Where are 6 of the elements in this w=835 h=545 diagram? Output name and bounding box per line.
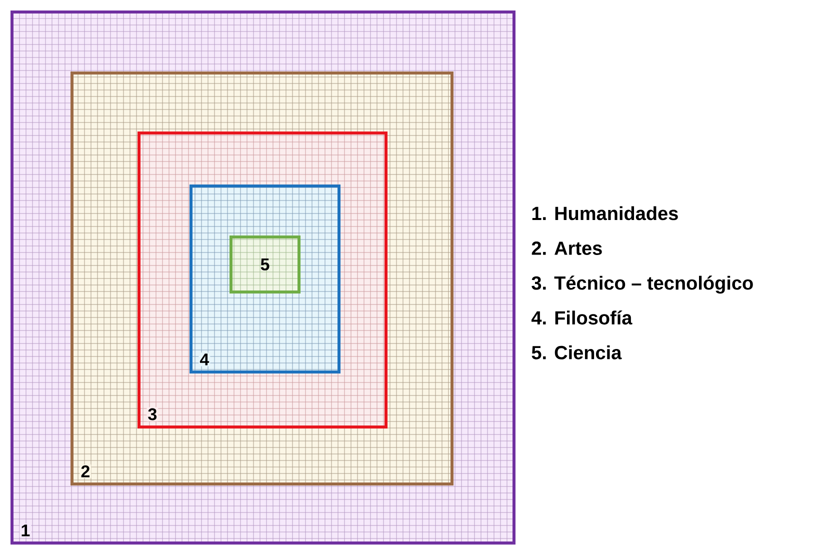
list-item: 3. Técnico – tecnológico [532, 276, 753, 294]
list-item: 2. Artes [532, 242, 602, 255]
list-item: 1. Humanidades [532, 206, 678, 220]
list-item: 4. Filosofía [531, 310, 632, 325]
list-item: 5. Ciencia [532, 345, 622, 360]
nested-box: 5 [230, 235, 300, 294]
